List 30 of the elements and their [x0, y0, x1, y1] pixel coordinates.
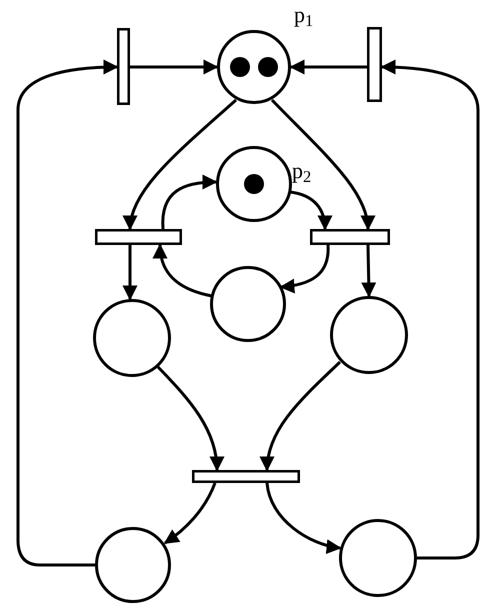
arrow	[16, 60, 118, 566]
transition-bar	[192, 470, 300, 483]
arrow	[153, 244, 212, 298]
arrow	[161, 174, 218, 230]
arrow	[361, 244, 376, 298]
transition-bar	[367, 27, 382, 102]
arrow	[124, 98, 237, 230]
place-circle	[330, 296, 408, 374]
arrow	[164, 482, 216, 544]
arrow	[266, 482, 342, 554]
place-circle	[216, 146, 292, 222]
arrow	[270, 98, 374, 230]
arrow	[290, 60, 367, 74]
place-label: p$_{1}$	[294, 4, 314, 26]
arrow	[290, 190, 332, 230]
transition-bar	[310, 229, 390, 245]
place-circle	[217, 30, 291, 104]
arrow	[380, 60, 480, 560]
place-label: p$_{2}$	[292, 160, 312, 182]
place-circle	[93, 299, 171, 377]
arrow	[260, 360, 342, 472]
arrow	[280, 244, 330, 294]
place-circle	[210, 266, 286, 342]
transition-bar	[117, 28, 130, 105]
place-circle	[95, 527, 171, 603]
place-circle	[339, 519, 417, 597]
arrow	[122, 245, 138, 300]
arrow	[156, 366, 224, 472]
arrow	[130, 60, 218, 74]
transition-bar	[95, 229, 182, 245]
